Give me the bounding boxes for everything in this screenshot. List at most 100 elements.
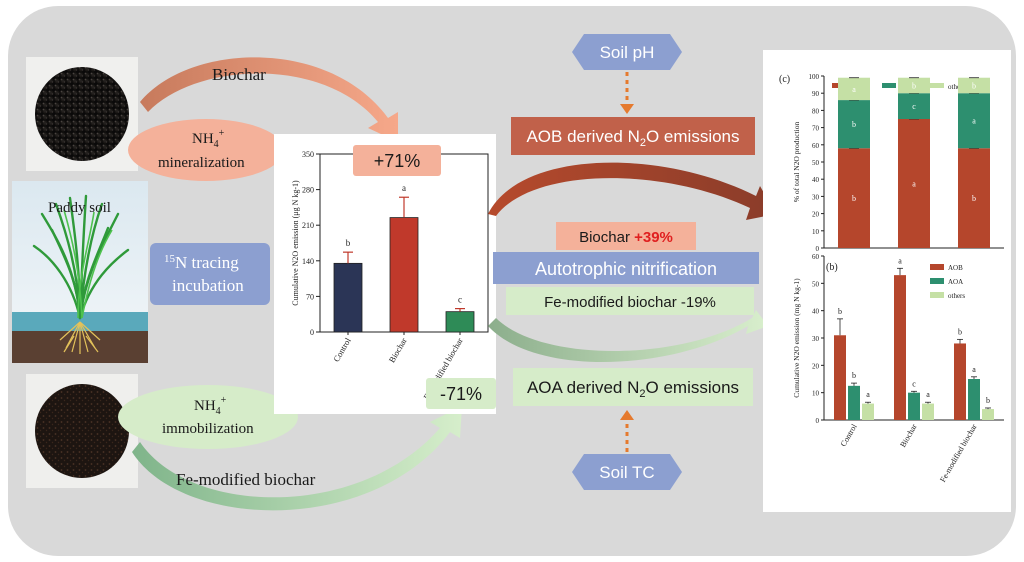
- chart-c-ytick-label: 10: [812, 228, 820, 236]
- soil-tc-label: Soil TC: [599, 463, 654, 482]
- chart-b-ytick-label: 30: [812, 335, 820, 343]
- n15-tracing-line1: 15N tracing: [164, 253, 239, 272]
- chart-c-letter: a: [852, 85, 856, 94]
- minus71-label: -71%: [440, 384, 482, 404]
- chart-a-letter: a: [402, 183, 406, 193]
- chart-c-legend-swatch: [882, 83, 896, 88]
- chart-b-ytick-label: 60: [812, 253, 820, 261]
- chart-b-bar: [954, 343, 966, 420]
- aoa-label: AOA derived N2O emissions: [527, 378, 739, 400]
- chart-b-legend-swatch: [930, 292, 944, 298]
- chart-c-ytick-label: 40: [812, 176, 820, 184]
- fe-19-box: [506, 287, 754, 315]
- autotrophic-label: Autotrophic nitrification: [535, 259, 717, 279]
- paddy-soil-image: [12, 181, 148, 363]
- fe-19-label: Fe-modified biochar -19%: [544, 294, 716, 311]
- chart-c-ytick-label: 50: [812, 159, 820, 167]
- chart-c-ytick-label: 30: [812, 193, 820, 201]
- chart-c-ylabel: % of total N2O production: [792, 122, 801, 203]
- chart-b-legend-label: others: [948, 292, 965, 300]
- chart-b-letter: a: [972, 365, 976, 374]
- n15-tracing-line2: incubation: [172, 276, 244, 295]
- chart-b-letter: b: [838, 307, 842, 316]
- fe-biochar-arrow: [132, 406, 462, 511]
- fe-biochar-image: [26, 374, 138, 488]
- chart-b-ytick-label: 20: [812, 362, 820, 370]
- chart-c-ytick-label: 60: [812, 142, 820, 150]
- biochar-39-label: Biochar +39%: [579, 229, 673, 246]
- chart-b-bar: [968, 379, 980, 420]
- chart-b-panel-title: (b): [826, 262, 838, 273]
- chart-c-segment: [838, 148, 870, 248]
- chart-c-letter: c: [912, 102, 916, 111]
- chart-c-legend-swatch: [930, 83, 944, 88]
- chart-c-letter: a: [912, 180, 916, 189]
- chart-c-segment: [898, 93, 930, 119]
- chart-b-legend-swatch: [930, 278, 944, 284]
- chart-c-letter: b: [852, 194, 856, 203]
- ph-arrowhead: [620, 104, 634, 114]
- aoa-box: [513, 368, 753, 406]
- chart-c-segment: [958, 148, 990, 248]
- chart-b-ytick-label: 50: [812, 280, 820, 288]
- chart-a-letter: b: [346, 238, 351, 248]
- chart-c-segment: [898, 119, 930, 248]
- soil-ph-hexagon: [572, 34, 682, 70]
- chart-c-segment: [958, 93, 990, 149]
- aob-label: AOB derived N2O emissions: [526, 127, 739, 149]
- chart-c-letter: b: [852, 120, 856, 129]
- chart-b-letter: a: [926, 390, 930, 399]
- chart-c-segment: [898, 77, 930, 94]
- chart-b-letter: c: [912, 379, 916, 388]
- plus71-label: +71%: [374, 151, 421, 171]
- biochar-label: Biochar: [212, 65, 266, 84]
- soil-ph-label: Soil pH: [600, 43, 655, 62]
- chart-a-ytick-label: 350: [302, 150, 314, 159]
- chart-a-bar: [445, 311, 475, 333]
- chart-c-segment: [838, 77, 870, 101]
- chart-b-ytick-label: 40: [812, 308, 820, 316]
- soil-tc-hexagon: [572, 454, 682, 490]
- chart-c-ytick-label: 0: [816, 245, 820, 253]
- chart-c-ytick-label: 80: [812, 107, 820, 115]
- center-chart-panel: [274, 134, 496, 414]
- biochar-image: [26, 57, 138, 171]
- nh4-immobilization-formula: NH4+: [194, 395, 227, 417]
- chart-b-ytick-label: 10: [812, 390, 820, 398]
- chart-b-letter: a: [898, 256, 902, 265]
- biochar-39-box: [556, 222, 696, 250]
- chart-b-legend-label: AOB: [948, 264, 963, 272]
- chart-b-bar: [922, 403, 934, 420]
- nh4-immobilization-label: immobilization: [162, 421, 254, 437]
- chart-c-ytick-label: 70: [812, 125, 820, 133]
- n15-tracing-box: [150, 243, 270, 305]
- chart-b-ytick-label: 0: [816, 417, 820, 425]
- chart-a-ytick-label: 140: [302, 257, 314, 266]
- tc-arrowhead: [620, 410, 634, 420]
- chart-a-letter: c: [458, 295, 462, 305]
- chart-b-ylabel: Cumulative N2O emission (mg N kg-1): [792, 278, 801, 398]
- chart-c-ytick-label: 20: [812, 211, 820, 219]
- chart-c-letter: b: [972, 194, 976, 203]
- chart-b-bar: [834, 335, 846, 420]
- chart-b-legend-label: AOA: [948, 278, 963, 286]
- chart-b-bar: [894, 275, 906, 420]
- green-curved-arrow: [488, 310, 768, 363]
- nh4-mineralization-ellipse: [128, 119, 284, 181]
- chart-b-legend-swatch: [930, 264, 944, 270]
- chart-c-legend-label: others: [948, 83, 965, 91]
- chart-a-ytick-label: 280: [302, 186, 314, 195]
- chart-a-ylabel: Cumulative N2O emission (μg N kg-1): [291, 180, 300, 306]
- nh4-mineralization-formula: NH4+: [192, 128, 225, 150]
- fe-biochar-label: Fe-modified biochar: [176, 470, 316, 489]
- chart-c-ytick-label: 100: [809, 73, 820, 81]
- brown-curved-arrow: [488, 162, 776, 220]
- chart-a-ytick-label: 70: [306, 292, 314, 301]
- chart-b-letter: a: [866, 390, 870, 399]
- biochar-arrow: [140, 57, 398, 143]
- chart-c-ytick-label: 90: [812, 90, 820, 98]
- chart-a-ytick-label: 210: [302, 221, 314, 230]
